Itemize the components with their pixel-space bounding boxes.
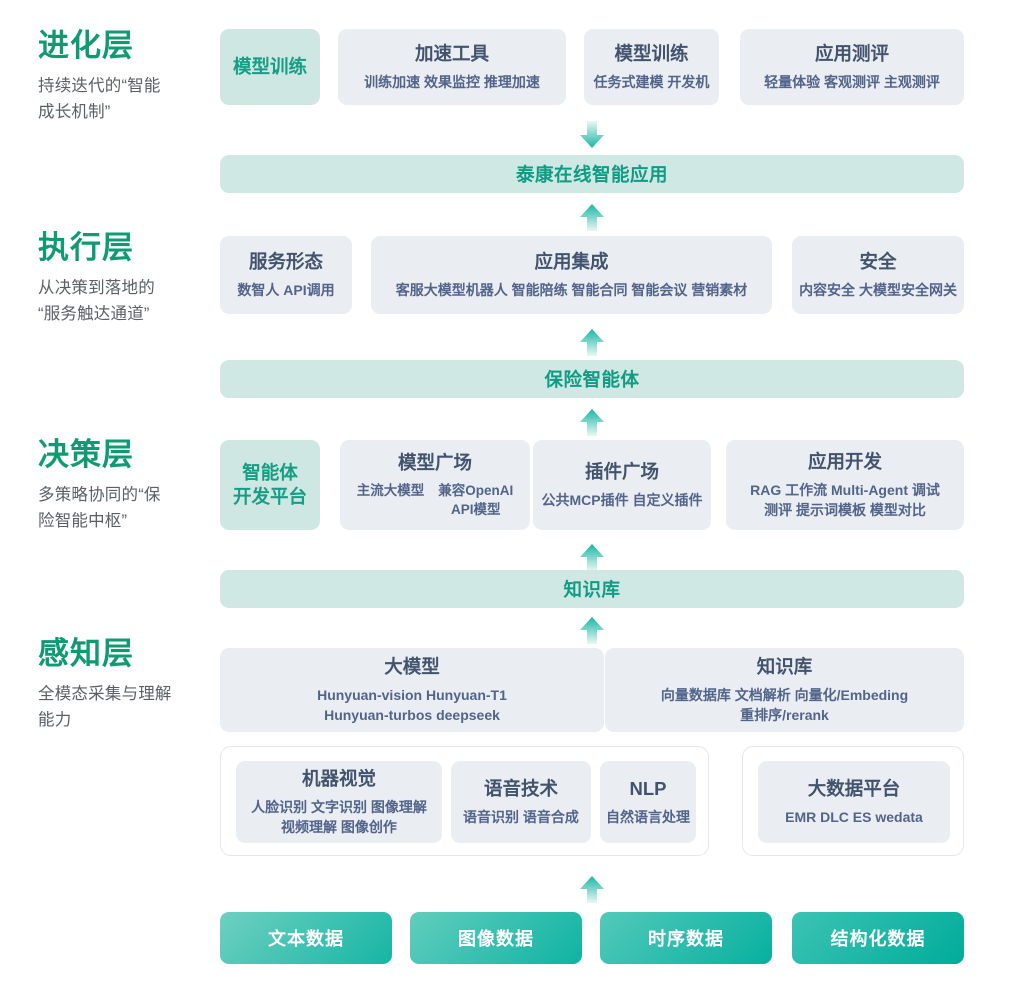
perception-group-ai-capabilities: 机器视觉 人脸识别 文字识别 图像理解 视频理解 图像创作 语音技术 语音识别 … — [220, 746, 709, 856]
chip-label: 结构化数据 — [830, 929, 926, 949]
box-subtitle: 自然语言处理 — [606, 808, 690, 825]
layer-label-perception: 感知层 全模态采集与理解 能力 — [38, 636, 218, 734]
box-subtitle: 向量数据库 文档解析 向量化/Embeding 重排序/rerank — [660, 686, 909, 723]
arrow-up-icon — [575, 540, 609, 574]
box-subtitle: 客服大模型机器人 智能陪练 智能合同 智能会议 营销素材 — [395, 281, 748, 298]
layer-label-evolution: 进化层 持续迭代的“智能 成长机制” — [38, 28, 218, 126]
box-subtitle: 数智人 API调用 — [237, 281, 335, 298]
box-subtitle: 语音识别 语音合成 — [463, 808, 579, 825]
decision-highlight-agent-dev-platform[interactable]: 智能体 开发平台 — [220, 440, 320, 530]
execution-box-application-integration[interactable]: 应用集成 客服大模型机器人 智能陪练 智能合同 智能会议 营销素材 — [371, 236, 772, 314]
box-title: 大模型 — [384, 655, 440, 677]
box-subtitle: 内容安全 大模型安全网关 — [799, 281, 957, 298]
band-insurance-agent[interactable]: 保险智能体 — [220, 360, 964, 398]
decision-box-application-development[interactable]: 应用开发 RAG 工作流 Multi-Agent 调试 测评 提示词模板 模型对… — [726, 440, 964, 530]
box-title: 知识库 — [756, 655, 813, 677]
perception-box-nlp[interactable]: NLP 自然语言处理 — [600, 761, 696, 843]
box-title: 服务形态 — [248, 250, 323, 272]
arrow-up-icon — [575, 405, 609, 439]
evolution-box-application-evaluation[interactable]: 应用测评 轻量体验 客观测评 主观测评 — [740, 29, 964, 105]
box-subtitle: 训练加速 效果监控 推理加速 — [364, 73, 540, 90]
box-title: 模型广场 — [397, 451, 472, 473]
box-title: 模型训练 — [232, 55, 307, 77]
execution-box-security[interactable]: 安全 内容安全 大模型安全网关 — [792, 236, 964, 314]
box-subtitle: RAG 工作流 Multi-Agent 调试 测评 提示词模板 模型对比 — [750, 481, 940, 518]
band-knowledge-base[interactable]: 知识库 — [220, 570, 964, 608]
perception-box-knowledge-base[interactable]: 知识库 向量数据库 文档解析 向量化/Embeding 重排序/rerank — [605, 648, 964, 732]
box-subtitle-columns: 主流大模型 兼容OpenAI API模型 — [357, 482, 514, 520]
layer-label-execution: 执行层 从决策到落地的 “服务触达通道” — [38, 230, 218, 328]
box-title: 加速工具 — [414, 42, 489, 64]
perception-box-big-data-platform[interactable]: 大数据平台 EMR DLC ES wedata — [758, 761, 950, 843]
box-subtitle: Hunyuan-vision Hunyuan-T1 Hunyuan-turbos… — [317, 686, 507, 723]
box-title: 机器视觉 — [301, 767, 376, 789]
band-title: 保险智能体 — [544, 369, 640, 390]
perception-box-speech-technology[interactable]: 语音技术 语音识别 语音合成 — [451, 761, 591, 843]
layer-label-decision: 决策层 多策略协同的“保 险智能中枢” — [38, 437, 218, 535]
data-chip-text-data[interactable]: 文本数据 — [220, 912, 392, 964]
box-title: 安全 — [859, 250, 897, 272]
decision-box-plugin-plaza[interactable]: 插件广场 公共MCP插件 自定义插件 — [533, 440, 711, 530]
perception-group-big-data: 大数据平台 EMR DLC ES wedata — [742, 746, 964, 856]
box-subtitle-right: 兼容OpenAI API模型 — [438, 482, 514, 517]
box-title: NLP — [629, 777, 667, 799]
layer-title: 决策层 — [38, 437, 134, 472]
arrow-up-icon — [575, 325, 609, 359]
box-subtitle: 轻量体验 客观测评 主观测评 — [764, 73, 940, 90]
evolution-highlight-model-training[interactable]: 模型训练 — [220, 29, 320, 105]
data-chip-image-data[interactable]: 图像数据 — [410, 912, 582, 964]
box-subtitle: 公共MCP插件 自定义插件 — [541, 491, 703, 508]
box-subtitle-left: 主流大模型 — [356, 482, 425, 498]
layer-title: 进化层 — [38, 28, 134, 63]
box-subtitle: 人脸识别 文字识别 图像理解 视频理解 图像创作 — [251, 798, 427, 835]
band-taikang-online-intelligent-application[interactable]: 泰康在线智能应用 — [220, 155, 964, 193]
layer-title: 感知层 — [38, 636, 134, 671]
arrow-down-icon — [575, 118, 609, 152]
execution-box-service-form[interactable]: 服务形态 数智人 API调用 — [220, 236, 352, 314]
box-title: 大数据平台 — [807, 777, 901, 799]
chip-label: 时序数据 — [648, 929, 724, 949]
perception-box-machine-vision[interactable]: 机器视觉 人脸识别 文字识别 图像理解 视频理解 图像创作 — [236, 761, 442, 843]
box-title: 插件广场 — [584, 460, 659, 482]
layer-desc: 多策略协同的“保 险智能中枢” — [38, 485, 161, 531]
evolution-box-acceleration-tools[interactable]: 加速工具 训练加速 效果监控 推理加速 — [338, 29, 566, 105]
evolution-box-model-training[interactable]: 模型训练 任务式建模 开发机 — [584, 29, 719, 105]
layer-desc: 全模态采集与理解 能力 — [38, 684, 172, 730]
layer-title: 执行层 — [38, 230, 134, 265]
data-chip-structured-data[interactable]: 结构化数据 — [792, 912, 964, 964]
band-title: 泰康在线智能应用 — [515, 164, 668, 185]
box-subtitle: EMR DLC ES wedata — [785, 808, 923, 825]
layer-desc: 从决策到落地的 “服务触达通道” — [38, 278, 155, 324]
band-title: 知识库 — [563, 579, 621, 600]
data-chip-timeseries-data[interactable]: 时序数据 — [600, 912, 772, 964]
box-title: 应用开发 — [807, 450, 882, 472]
chip-label: 图像数据 — [458, 929, 534, 949]
box-title: 智能体 开发平台 — [232, 461, 307, 507]
arrow-up-icon — [575, 872, 609, 906]
chip-label: 文本数据 — [268, 929, 344, 949]
box-title: 应用集成 — [534, 250, 609, 272]
box-title: 模型训练 — [614, 42, 689, 64]
box-title: 应用测评 — [814, 42, 889, 64]
arrow-up-icon — [575, 200, 609, 234]
box-subtitle: 任务式建模 开发机 — [593, 73, 710, 90]
perception-box-large-model[interactable]: 大模型 Hunyuan-vision Hunyuan-T1 Hunyuan-tu… — [220, 648, 604, 732]
box-title: 语音技术 — [483, 777, 558, 799]
layer-desc: 持续迭代的“智能 成长机制” — [38, 76, 161, 122]
decision-box-model-plaza[interactable]: 模型广场 主流大模型 兼容OpenAI API模型 — [340, 440, 530, 530]
arrow-up-icon — [575, 613, 609, 647]
